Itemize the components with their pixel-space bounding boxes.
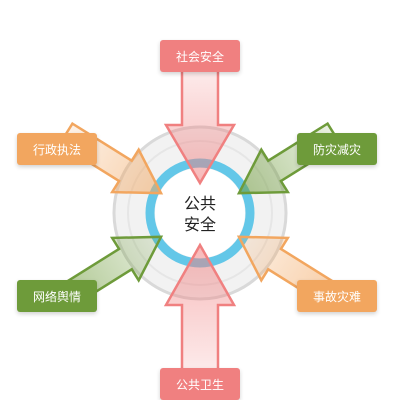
label-top-text: 社会安全	[175, 49, 224, 64]
label-right-lower-text: 事故灾难	[312, 289, 361, 304]
label-bottom: 公共卫生	[160, 368, 240, 400]
arrow-top	[163, 66, 237, 186]
label-left-upper: 行政执法	[17, 133, 97, 165]
label-left-lower-text: 网络舆情	[32, 289, 81, 304]
center-disk	[155, 168, 245, 258]
label-right-lower: 事故灾难	[297, 280, 377, 312]
label-right-upper-text: 防灾减灾	[312, 142, 361, 157]
arrow-bottom	[163, 242, 237, 377]
label-right-upper: 防灾减灾	[297, 133, 377, 165]
label-left-lower: 网络舆情	[17, 280, 97, 312]
center-label-line2: 安全	[183, 215, 216, 234]
label-left-upper-text: 行政执法	[32, 142, 81, 157]
center-label-line1: 公共	[183, 194, 216, 213]
label-top: 社会安全	[160, 40, 240, 72]
label-bottom-text: 公共卫生	[175, 377, 224, 392]
center-label: 公共 安全	[167, 193, 233, 235]
